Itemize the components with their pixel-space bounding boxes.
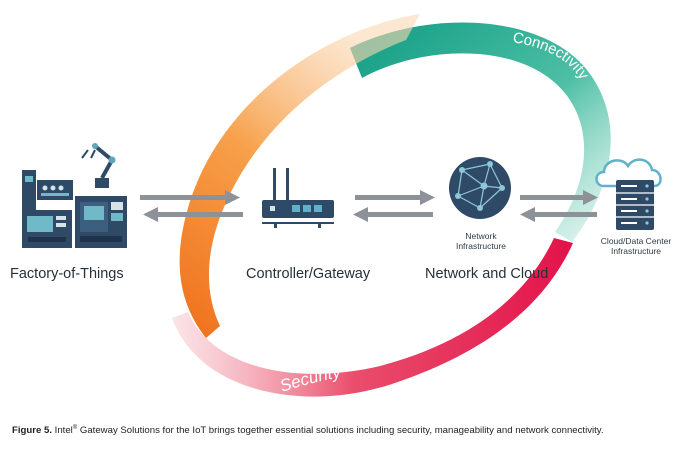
gateway-router-icon bbox=[262, 168, 334, 228]
figure-caption: Figure 5. Intel® Gateway Solutions for t… bbox=[12, 425, 604, 436]
network-infrastructure-line2: Infrastructure bbox=[455, 240, 507, 251]
network-globe-icon bbox=[449, 157, 511, 219]
caption-figure-number: Figure 5. bbox=[12, 425, 52, 437]
manageability-band bbox=[179, 14, 420, 338]
arrow-cloud-to-network bbox=[520, 207, 597, 222]
caption-registered-mark: ® bbox=[72, 425, 78, 431]
cloud-datacenter-line2: Infrastructure bbox=[610, 245, 662, 256]
arrow-network-to-cloud bbox=[520, 190, 598, 205]
arrow-network-to-gateway bbox=[353, 207, 433, 222]
network-infrastructure-line1: Network bbox=[465, 231, 497, 241]
network-infrastructure-label: Network Infrastructure bbox=[441, 231, 521, 251]
gateway-label: Controller/Gateway bbox=[246, 266, 371, 282]
arrow-gateway-to-network bbox=[355, 190, 435, 205]
security-band bbox=[172, 238, 573, 397]
factory-label: Factory-of-Things bbox=[10, 266, 124, 282]
cloud-datacenter-label: Cloud/Data Center Infrastructure bbox=[588, 236, 684, 256]
arrow-factory-to-gateway bbox=[140, 190, 240, 205]
cloud-server-icon bbox=[595, 158, 662, 230]
caption-text: Gateway Solutions for the IoT brings tog… bbox=[77, 425, 604, 437]
caption-brand: Intel bbox=[54, 425, 73, 437]
cloud-datacenter-line1: Cloud/Data Center bbox=[600, 236, 672, 246]
arrows bbox=[140, 190, 598, 222]
factory-machines-icon bbox=[22, 143, 127, 248]
arrow-gateway-to-factory bbox=[143, 207, 243, 222]
network-cloud-label: Network and Cloud bbox=[425, 266, 549, 282]
